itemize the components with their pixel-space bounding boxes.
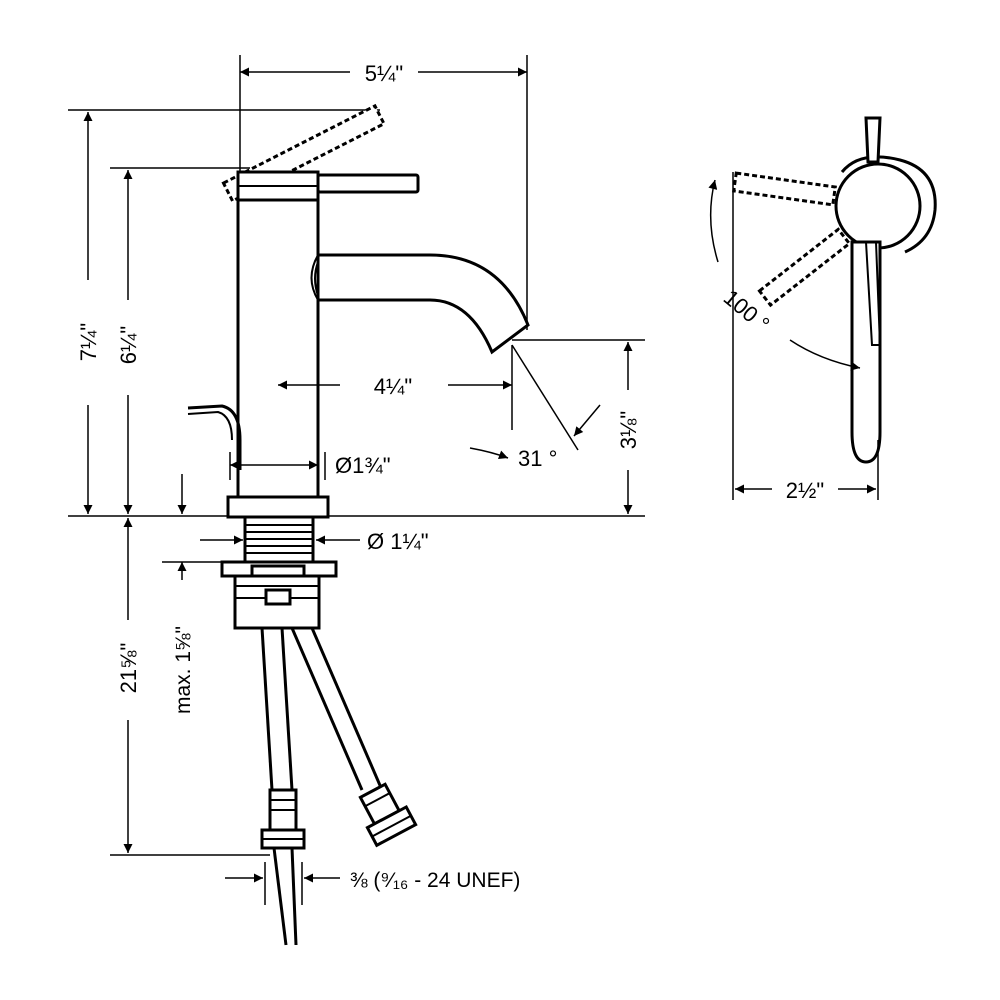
dim-shank-diameter: Ø 1¼" <box>367 529 429 554</box>
supply-hose-right <box>290 627 364 791</box>
dim-spout-clearance: 3⅛" <box>616 411 641 449</box>
dim-max-deck-thickness: max. 1⅝" <box>172 626 195 714</box>
side-view: 5¼" 7¼" 6¼" 4¼" Ø1¾" Ø 1¼" 3⅛" 31 ° <box>68 55 645 946</box>
faucet-body <box>236 173 320 499</box>
popup-rod <box>187 404 242 470</box>
hose-fitting-right <box>358 782 418 848</box>
faucet-top-circle <box>834 162 922 250</box>
base-ring <box>226 495 330 519</box>
thread-lines <box>245 524 313 554</box>
dim-spout-reach: 4¼" <box>374 374 412 399</box>
spout <box>316 253 530 355</box>
spout-top <box>850 240 882 464</box>
dim-spout-angle: 31 ° <box>518 446 557 471</box>
dim-arc-handle-rotation <box>708 179 719 263</box>
dim-body-diameter: Ø1¾" <box>335 453 391 478</box>
lever-position-dashed <box>757 227 852 308</box>
supply-hose-left <box>260 627 274 791</box>
lever-tip <box>864 116 882 164</box>
dim-overall-height: 7¼" <box>76 323 101 361</box>
dim-connection: ⅜ (⁹⁄₁₆ - 24 UNEF) <box>350 869 520 892</box>
dim-shank-length: 21⅝" <box>116 643 141 694</box>
lever-handle <box>316 173 420 194</box>
dim-handle-width: 2½" <box>786 478 824 503</box>
hose-fitting-left <box>260 788 306 946</box>
dim-arc-spout-angle <box>469 447 509 460</box>
lever-position-dashed <box>732 171 837 207</box>
dim-spout-height: 6¼" <box>116 326 141 364</box>
dim-overall-width: 5¼" <box>365 61 403 86</box>
extension-line <box>511 344 579 451</box>
top-view: 100 ° 2½" <box>708 116 937 503</box>
